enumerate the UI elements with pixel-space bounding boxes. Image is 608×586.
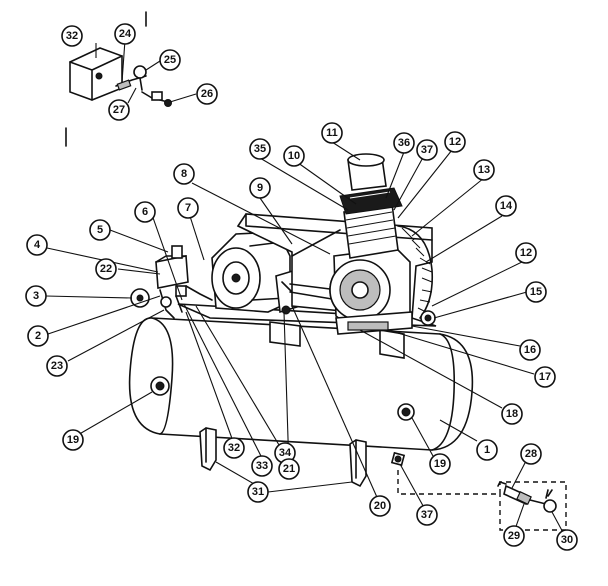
callout-16: 16 [519, 339, 541, 361]
svg-text:37: 37 [421, 144, 433, 156]
svg-text:26: 26 [201, 88, 213, 100]
callout-12-right: 12 [515, 242, 537, 264]
pressure-switch-inset [69, 47, 172, 107]
svg-text:32: 32 [66, 30, 78, 42]
callout-19-right: 19 [429, 453, 451, 475]
callout-12-top: 12 [444, 131, 466, 153]
svg-text:28: 28 [525, 448, 537, 460]
svg-text:5: 5 [97, 224, 103, 236]
svg-text:9: 9 [257, 182, 263, 194]
svg-text:21: 21 [283, 463, 295, 475]
callout-19-left: 19 [62, 429, 84, 451]
svg-text:35: 35 [254, 143, 266, 155]
callout-35: 35 [249, 138, 271, 160]
callout-32-lower: 32 [223, 437, 245, 459]
callout-14: 14 [495, 195, 517, 217]
callout-3: 3 [25, 285, 47, 307]
compressor-pump [329, 153, 436, 335]
callout-11: 11 [321, 122, 343, 144]
svg-text:7: 7 [185, 202, 191, 214]
svg-text:30: 30 [561, 534, 573, 546]
svg-text:27: 27 [113, 104, 125, 116]
callout-6: 6 [134, 201, 156, 223]
callout-37-bottom: 37 [416, 504, 438, 526]
svg-text:10: 10 [288, 150, 300, 162]
callout-31: 31 [247, 481, 269, 503]
drain-valve [390, 451, 406, 467]
callout-5: 5 [89, 219, 111, 241]
svg-text:25: 25 [164, 54, 176, 66]
callout-29: 29 [503, 525, 525, 547]
callout-34: 34 [274, 442, 296, 464]
svg-text:3: 3 [33, 290, 39, 302]
svg-text:32: 32 [228, 442, 240, 454]
air-tank [128, 317, 474, 451]
callout-26: 26 [196, 83, 218, 105]
svg-text:17: 17 [539, 371, 551, 383]
callout-17: 17 [534, 366, 556, 388]
svg-text:12: 12 [449, 136, 461, 148]
callout-24: 24 [114, 23, 136, 45]
svg-text:34: 34 [279, 447, 292, 459]
svg-text:37: 37 [421, 509, 433, 521]
svg-text:23: 23 [51, 360, 63, 372]
callout-9: 9 [249, 177, 271, 199]
callout-32-top: 32 [61, 25, 83, 47]
svg-text:15: 15 [530, 286, 542, 298]
callout-1: 1 [476, 439, 498, 461]
control-assembly [130, 245, 213, 319]
callout-23: 23 [46, 355, 68, 377]
svg-text:16: 16 [524, 344, 536, 356]
callout-30: 30 [556, 529, 578, 551]
callout-7: 7 [177, 197, 199, 219]
svg-text:33: 33 [256, 460, 268, 472]
callout-18: 18 [501, 403, 523, 425]
svg-text:36: 36 [398, 137, 410, 149]
svg-text:11: 11 [326, 127, 338, 139]
svg-text:12: 12 [520, 247, 532, 259]
svg-text:18: 18 [506, 408, 518, 420]
callout-2: 2 [27, 325, 49, 347]
svg-text:6: 6 [142, 206, 148, 218]
callout-36: 36 [393, 132, 415, 154]
callout-22: 22 [95, 258, 117, 280]
svg-text:29: 29 [508, 530, 520, 542]
electric-motor [211, 231, 301, 315]
callout-25: 25 [159, 49, 181, 71]
svg-text:19: 19 [434, 458, 446, 470]
callout-33: 33 [251, 455, 273, 477]
svg-text:1: 1 [484, 444, 490, 456]
svg-text:14: 14 [500, 200, 513, 212]
svg-text:4: 4 [34, 239, 41, 251]
callout-10: 10 [283, 145, 305, 167]
callout-28: 28 [520, 443, 542, 465]
svg-text:20: 20 [374, 500, 386, 512]
svg-text:19: 19 [67, 434, 79, 446]
callout-21: 21 [278, 458, 300, 480]
svg-text:31: 31 [252, 486, 264, 498]
svg-text:8: 8 [181, 168, 187, 180]
svg-text:24: 24 [119, 28, 132, 40]
svg-text:2: 2 [35, 330, 41, 342]
svg-text:13: 13 [478, 164, 490, 176]
callout-37-top: 37 [416, 139, 438, 161]
callout-20: 20 [369, 495, 391, 517]
svg-text:22: 22 [100, 263, 112, 275]
callout-27: 27 [108, 99, 130, 121]
callout-4: 4 [26, 234, 48, 256]
callout-8: 8 [173, 163, 195, 185]
callout-13: 13 [473, 159, 495, 181]
callout-15: 15 [525, 281, 547, 303]
